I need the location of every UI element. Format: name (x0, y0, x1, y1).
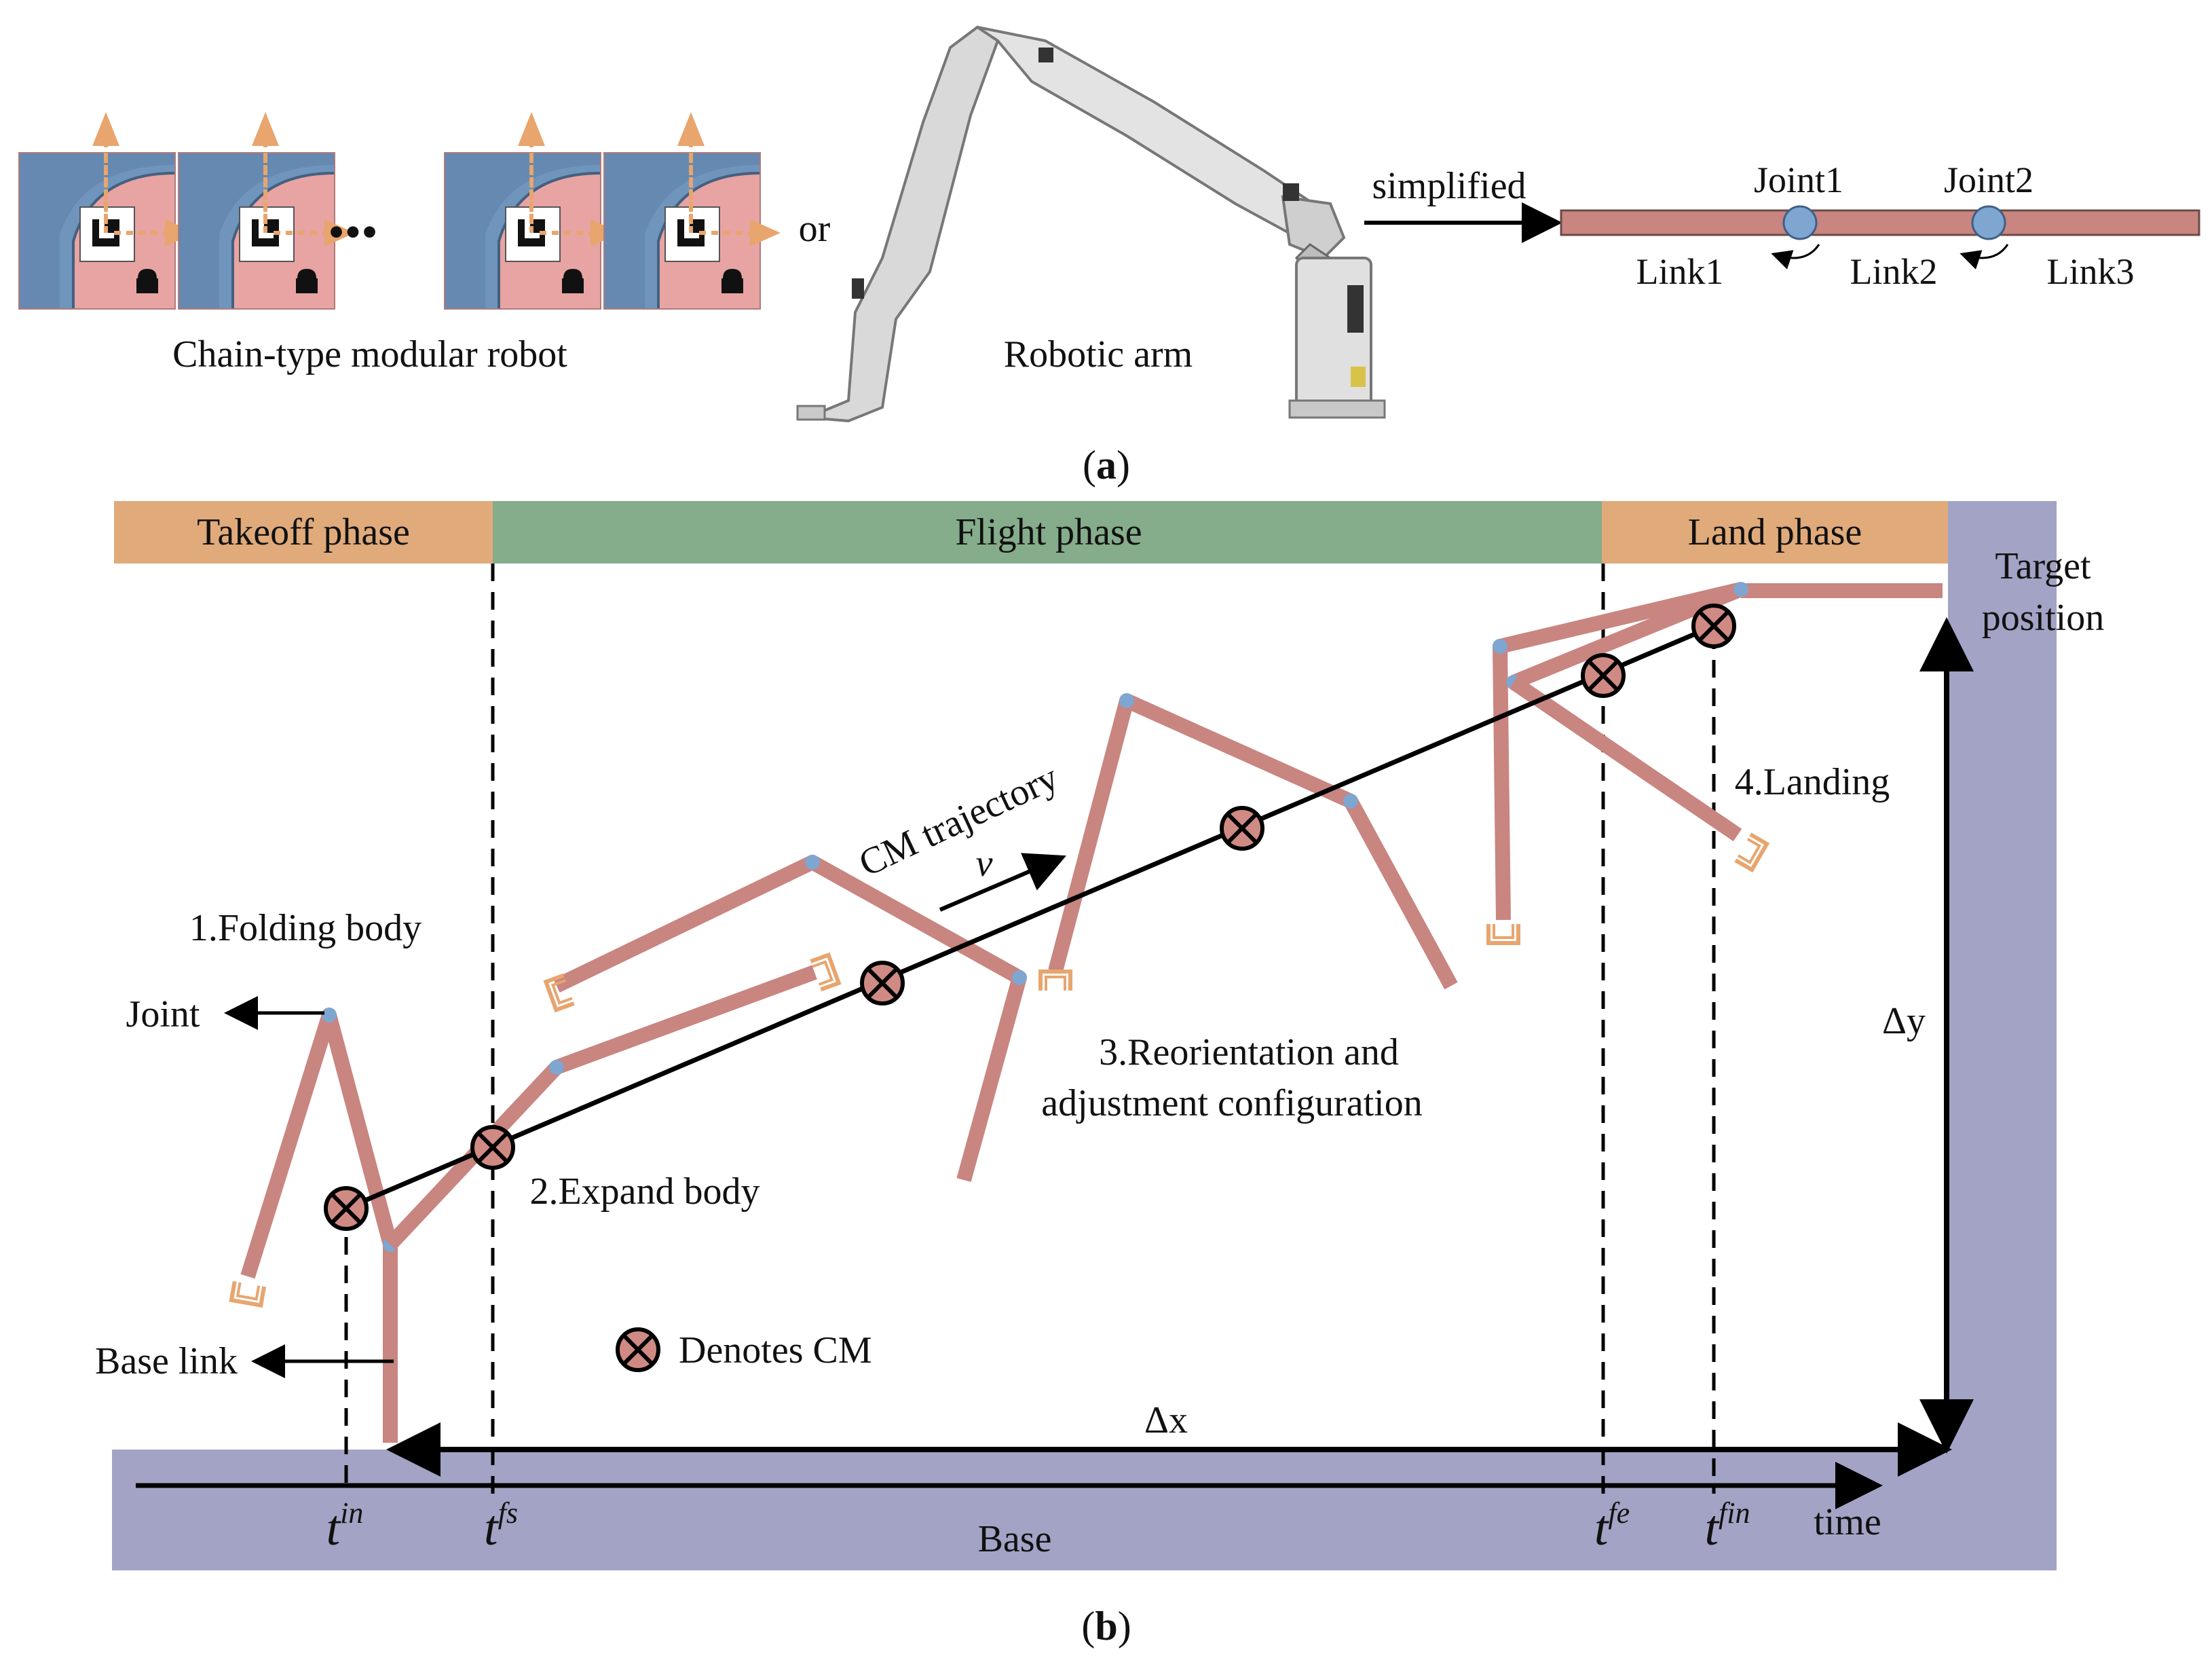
takeoff-phase-bar (114, 501, 493, 564)
t-fs-label: tfs (484, 1496, 518, 1556)
target-position-label-2: position (1982, 597, 2104, 639)
step3-label-2: adjustment configuration (1041, 1082, 1422, 1124)
base-wall (1948, 501, 2057, 1570)
module-3 (445, 112, 621, 309)
joint-callout-label: Joint (126, 993, 200, 1035)
takeoff-phase-label: Takeoff phase (197, 511, 410, 553)
robotic-arm-illustration (796, 25, 1386, 423)
velocity-arrow (939, 853, 1067, 912)
t-fe-label: tfe (1594, 1496, 1630, 1556)
step1-label: 1.Folding body (189, 907, 421, 949)
flight-phase-label: Flight phase (955, 511, 1142, 553)
modular-robot-label: Chain-type modular robot (172, 333, 567, 375)
config-expand-body (384, 955, 839, 1250)
joint2-rotation-arrow (1960, 244, 2009, 270)
config-adjustment (1488, 582, 1748, 943)
t-fin-label: tfin (1704, 1496, 1750, 1556)
t-in-label: tin (326, 1496, 364, 1556)
link2-label: Link2 (1850, 251, 1938, 292)
cm-legend-marker (618, 1329, 658, 1370)
target-position-label: Target (1995, 545, 2091, 587)
panel-a: ••• Chain-type modular robot or Robotic … (19, 25, 2200, 487)
step2-label: 2.Expand body (529, 1170, 760, 1213)
land-phase-label: Land phase (1688, 511, 1862, 553)
joint1-label: Joint1 (1754, 160, 1843, 200)
cm-trajectory-label: CM trajectory (852, 756, 1064, 885)
robotic-arm-label: Robotic arm (1004, 333, 1193, 375)
ellipsis-dots: ••• (328, 206, 378, 259)
config-landing (1509, 676, 1767, 870)
link3-label: Link3 (2047, 251, 2135, 292)
or-label: or (799, 208, 831, 250)
cm-marker-4 (1222, 808, 1262, 849)
base-label: Base (978, 1518, 1052, 1560)
joint2-marker (1971, 205, 2006, 240)
joint2-label: Joint2 (1944, 160, 2033, 200)
cm-legend-label: Denotes CM (679, 1329, 872, 1371)
cm-marker-5 (1583, 655, 1624, 696)
cm-marker-1 (326, 1188, 367, 1229)
base-link-callout-label: Base link (95, 1340, 238, 1382)
cm-trajectory-line (345, 623, 1715, 1211)
config-reorientation (1041, 693, 1458, 991)
config-folding-body (231, 1008, 398, 1443)
flight-phase-bar (493, 501, 1602, 564)
base-ground (112, 1450, 2057, 1570)
step4-label: 4.Landing (1735, 761, 1890, 803)
simplified-label: simplified (1372, 165, 1526, 207)
cm-marker-6 (1693, 606, 1734, 646)
config-mid-flight (546, 855, 1027, 1182)
delta-y-label: Δy (1882, 1000, 1926, 1042)
panel-b: Takeoff phase Flight phase Land phase Ta… (95, 501, 2104, 1648)
caption-b: (b) (1081, 1604, 1131, 1648)
time-axis-label: time (1814, 1501, 1881, 1543)
module-4 (604, 112, 781, 309)
cm-marker-3 (862, 963, 903, 1003)
simplified-link-bar (1560, 209, 2200, 236)
link1-label: Link1 (1636, 251, 1724, 292)
joint1-rotation-arrow (1771, 244, 1820, 270)
delta-x-label: Δx (1144, 1399, 1188, 1441)
step3-label: 3.Reorientation and (1099, 1031, 1399, 1073)
caption-a: (a) (1083, 443, 1130, 487)
module-1 (19, 112, 195, 309)
velocity-label: v (976, 843, 993, 885)
cm-marker-2 (472, 1127, 513, 1168)
joint1-marker (1782, 205, 1818, 240)
land-phase-bar (1602, 501, 1948, 564)
